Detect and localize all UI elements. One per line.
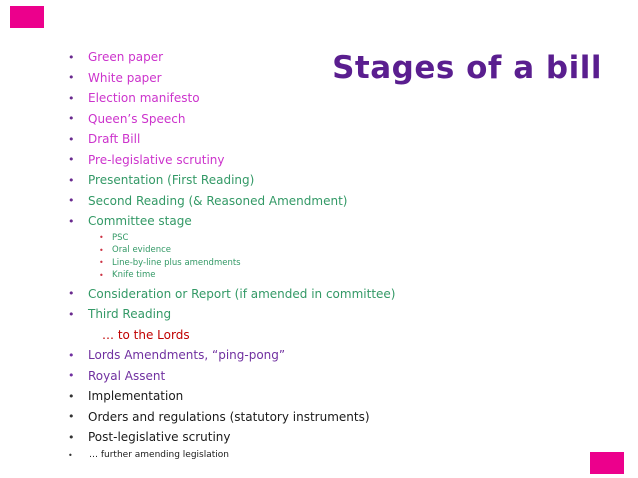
bullet-icon: •: [99, 258, 104, 268]
list-item: • Presentation (First Reading): [68, 170, 588, 191]
bullet-icon: •: [68, 50, 75, 64]
bullet-icon: •: [99, 245, 104, 255]
bullet-icon: •: [68, 450, 73, 460]
list-item-label: Committee stage: [88, 214, 192, 229]
bullet-icon: •: [68, 132, 75, 146]
list-item-label: … further amending legislation: [89, 450, 229, 460]
bullet-icon: •: [99, 233, 104, 243]
list-item: • Pre-legislative scrutiny: [68, 150, 588, 171]
list-item-label: … to the Lords: [102, 327, 190, 342]
list-item-label: Draft Bill: [88, 132, 141, 147]
stages-list: • Green paper • White paper • Election manife…: [68, 47, 588, 463]
bullet-icon: •: [68, 389, 75, 403]
list-item: • Election manifesto: [68, 88, 588, 109]
list-item: • Green paper: [68, 47, 588, 68]
list-item: • White paper: [68, 68, 588, 89]
page-title: Stages of a bill: [332, 50, 602, 86]
list-item-label: Post-legislative scrutiny: [88, 430, 231, 445]
list-item-label: Queen’s Speech: [88, 111, 186, 126]
list-item-label: White paper: [88, 70, 162, 85]
bullet-icon: •: [68, 348, 75, 362]
bullet-icon: •: [99, 270, 104, 280]
list-item: • Consideration or Report (if amended in …: [68, 284, 588, 305]
bullet-icon: •: [68, 369, 75, 383]
corner-accent-bottom-right: [590, 452, 624, 474]
corner-accent-top-left: [10, 6, 44, 28]
list-item: … to the Lords: [68, 325, 588, 346]
bullet-icon: •: [68, 214, 75, 228]
list-item: • Royal Assent: [68, 366, 588, 387]
list-item-label: Orders and regulations (statutory instru…: [88, 409, 370, 424]
bullet-icon: •: [68, 430, 75, 444]
list-item: • Second Reading (& Reasoned Amendment): [68, 191, 588, 212]
list-item: • Third Reading: [68, 304, 588, 325]
list-item: • Oral evidence: [68, 244, 588, 257]
list-item: • Implementation: [68, 386, 588, 407]
list-item-label: Presentation (First Reading): [88, 173, 255, 188]
list-item-label: PSC: [112, 232, 129, 243]
list-item: • … further amending legislation: [68, 448, 588, 463]
list-item: • Knife time: [68, 269, 588, 282]
list-item-label: Implementation: [88, 389, 184, 404]
list-item: • Queen’s Speech: [68, 109, 588, 130]
list-item-label: Knife time: [112, 270, 156, 281]
bullet-icon: •: [68, 153, 75, 167]
list-item-label: Royal Assent: [88, 368, 166, 383]
list-item-label: Election manifesto: [88, 91, 200, 106]
list-item-label: Second Reading (& Reasoned Amendment): [88, 193, 348, 208]
bullet-icon: •: [68, 173, 75, 187]
list-item-label: Pre-legislative scrutiny: [88, 152, 225, 167]
bullet-icon: •: [68, 410, 75, 424]
bullet-icon: •: [68, 71, 75, 85]
list-item: • Lords Amendments, “ping-pong”: [68, 345, 588, 366]
bullet-icon: •: [68, 287, 75, 301]
bullet-icon: •: [68, 194, 75, 208]
bullet-icon: •: [68, 91, 75, 105]
list-item: • Draft Bill: [68, 129, 588, 150]
list-item-label: Third Reading: [88, 307, 172, 322]
list-item-label: Green paper: [88, 50, 164, 65]
list-item-label: Consideration or Report (if amended in c…: [88, 286, 396, 301]
list-item: • PSC: [68, 232, 588, 245]
list-item-label: Line-by-line plus amendments: [112, 257, 241, 268]
list-item: • Committee stage: [68, 211, 588, 232]
list-item: • Line-by-line plus amendments: [68, 257, 588, 270]
list-item: • Orders and regulations (statutory instr…: [68, 407, 588, 428]
list-item-label: Lords Amendments, “ping-pong”: [88, 348, 286, 363]
list-item-label: Oral evidence: [112, 245, 171, 256]
bullet-icon: •: [68, 307, 75, 321]
bullet-icon: •: [68, 112, 75, 126]
list-item: • Post-legislative scrutiny: [68, 427, 588, 448]
